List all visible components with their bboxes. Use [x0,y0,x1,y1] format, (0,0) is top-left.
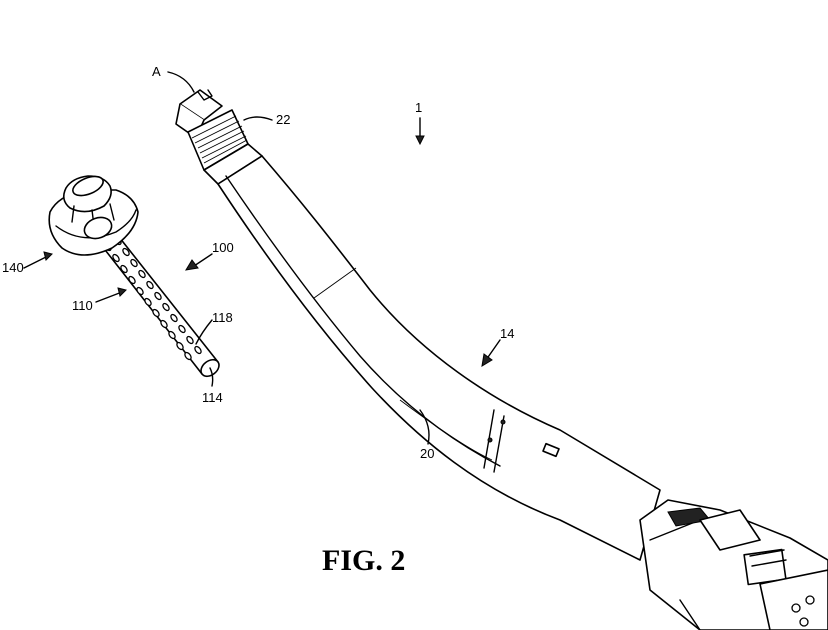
label-118: 118 [212,310,233,325]
label-1: 1 [415,100,422,115]
label-20: 20 [420,446,434,461]
label-14: 14 [500,326,514,341]
access-sheath [175,89,828,630]
obturator-cap [48,175,139,256]
sheath-handle [639,499,828,630]
label-140: 140 [2,260,24,275]
reference-labels: A 22 1 100 140 110 118 114 14 20 [2,64,514,461]
leader-lines [23,71,501,445]
label-22: 22 [276,112,290,127]
sheath-tube [217,155,661,561]
label-100: 100 [212,240,234,255]
label-114: 114 [202,390,223,405]
label-110: 110 [72,298,93,313]
label-a: A [152,64,161,79]
obturator-assembly [48,175,220,378]
figure-caption: FIG. 2 [322,544,405,577]
sheath-collar [187,109,263,185]
